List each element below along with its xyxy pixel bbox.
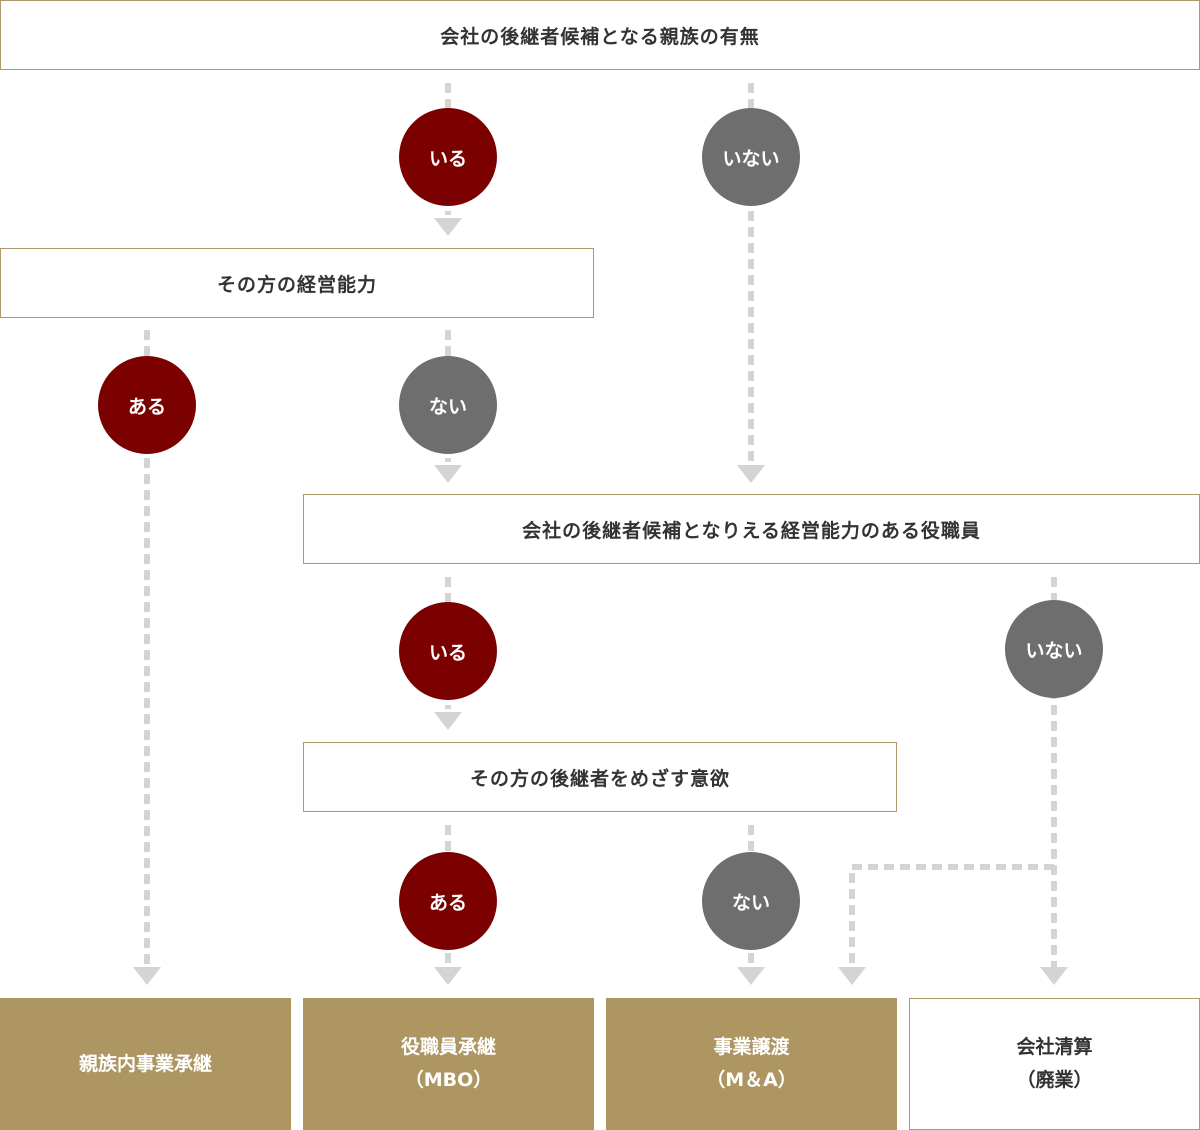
answer-q3-yes: いる: [399, 602, 497, 700]
result-family-succession: 親族内事業承継: [0, 998, 291, 1130]
result-label: 事業譲渡: [713, 1036, 790, 1058]
result-sublabel: （MBO）: [404, 1069, 493, 1091]
arrowhead: [737, 465, 765, 483]
connector-q3-no-branch: [849, 864, 1054, 967]
result-mbo: 役職員承継 （MBO）: [303, 998, 594, 1130]
answer-q2-yes: ある: [98, 356, 196, 454]
arrowhead: [1040, 967, 1068, 985]
result-sublabel: （M＆A）: [706, 1069, 797, 1091]
arrowhead: [737, 967, 765, 985]
arrowhead: [434, 712, 462, 730]
answer-q2-no: ない: [399, 356, 497, 454]
answer-q1-no: いない: [702, 108, 800, 206]
result-label: 役職員承継: [400, 1036, 496, 1058]
arrowhead: [838, 967, 866, 985]
arrowhead: [434, 967, 462, 985]
question-motivation: その方の後継者をめざす意欲: [303, 742, 897, 812]
answer-q4-yes: ある: [399, 852, 497, 950]
arrowhead: [133, 967, 161, 985]
answer-q3-no: いない: [1005, 600, 1103, 698]
answer-q1-yes: いる: [399, 108, 497, 206]
result-label: 親族内事業承継: [78, 1052, 212, 1075]
question-management-ability: その方の経営能力: [0, 248, 594, 318]
result-liquidation: 会社清算 （廃業）: [909, 998, 1200, 1130]
arrowhead: [434, 465, 462, 483]
result-ma: 事業譲渡 （M＆A）: [606, 998, 897, 1130]
result-sublabel: （廃業）: [1016, 1069, 1093, 1091]
question-employee-successor: 会社の後継者候補となりえる経営能力のある役職員: [303, 494, 1200, 564]
question-family-successor: 会社の後継者候補となる親族の有無: [0, 0, 1200, 70]
arrowhead: [434, 218, 462, 236]
answer-q4-no: ない: [702, 852, 800, 950]
result-label: 会社清算: [1016, 1036, 1093, 1058]
